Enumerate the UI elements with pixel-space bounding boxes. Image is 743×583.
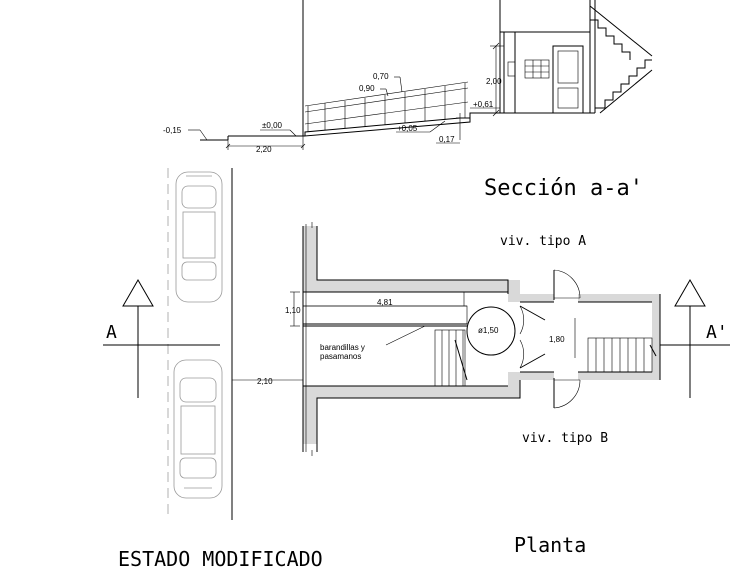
dim-plus-0-05: +0,05: [397, 124, 418, 133]
dim-1-10: 1,10: [285, 306, 301, 315]
plan-title: Planta: [514, 533, 586, 557]
turning-circle: [466, 306, 516, 356]
plan-view: A A': [103, 168, 730, 557]
dim-4-81: 4,81: [377, 298, 393, 307]
railing-note-line2: pasamanos: [320, 352, 361, 361]
dim-0-90: 0,90: [359, 84, 375, 93]
unit-b-label: viv. tipo B: [522, 431, 608, 446]
double-door: [519, 305, 546, 369]
railing-note-line1: barandillas y: [320, 343, 365, 352]
section-view: 2,20 -0,15 ±0,00 0,70 0,90 +0,05 0,17 +0…: [163, 0, 653, 201]
dim-2-20: 2,20: [256, 145, 272, 154]
entrance-door: [552, 45, 584, 114]
dim-0-17: 0,17: [439, 135, 455, 144]
door-apartment-b: [553, 378, 581, 409]
section-title: Sección a-a': [484, 176, 643, 201]
dim-2-10: 2,10: [257, 377, 273, 386]
cut-label-left: A: [106, 322, 117, 343]
intercom: [507, 61, 516, 77]
dim-minus-0-15: -0,15: [163, 126, 182, 135]
plan-stair-left: [434, 329, 468, 387]
plan-walls: [303, 226, 660, 444]
status-label: ESTADO MODIFICADO: [118, 547, 323, 571]
dim-2-00: 2,00: [486, 77, 502, 86]
cut-label-right: A': [706, 322, 728, 343]
section-marker-left: [103, 278, 220, 398]
section-stair: [589, 5, 653, 114]
car-bottom: [173, 359, 223, 499]
section-marker-right: [660, 278, 730, 398]
mailboxes: [524, 59, 550, 79]
dim-0-00: ±0,00: [262, 121, 283, 130]
dim-plus-0-61: +0,61: [473, 100, 494, 109]
ramp-plan: [302, 305, 468, 325]
dim-1-80: 1,80: [549, 335, 565, 344]
car-top: [175, 171, 223, 303]
door-apartment-a: [553, 269, 581, 300]
dim-diameter-1-50: ø1,50: [478, 326, 499, 335]
railing-posts: [307, 83, 466, 132]
dim-0-70: 0,70: [373, 72, 389, 81]
unit-a-label: viv. tipo A: [500, 234, 586, 249]
plan-stair-right: [587, 337, 657, 373]
